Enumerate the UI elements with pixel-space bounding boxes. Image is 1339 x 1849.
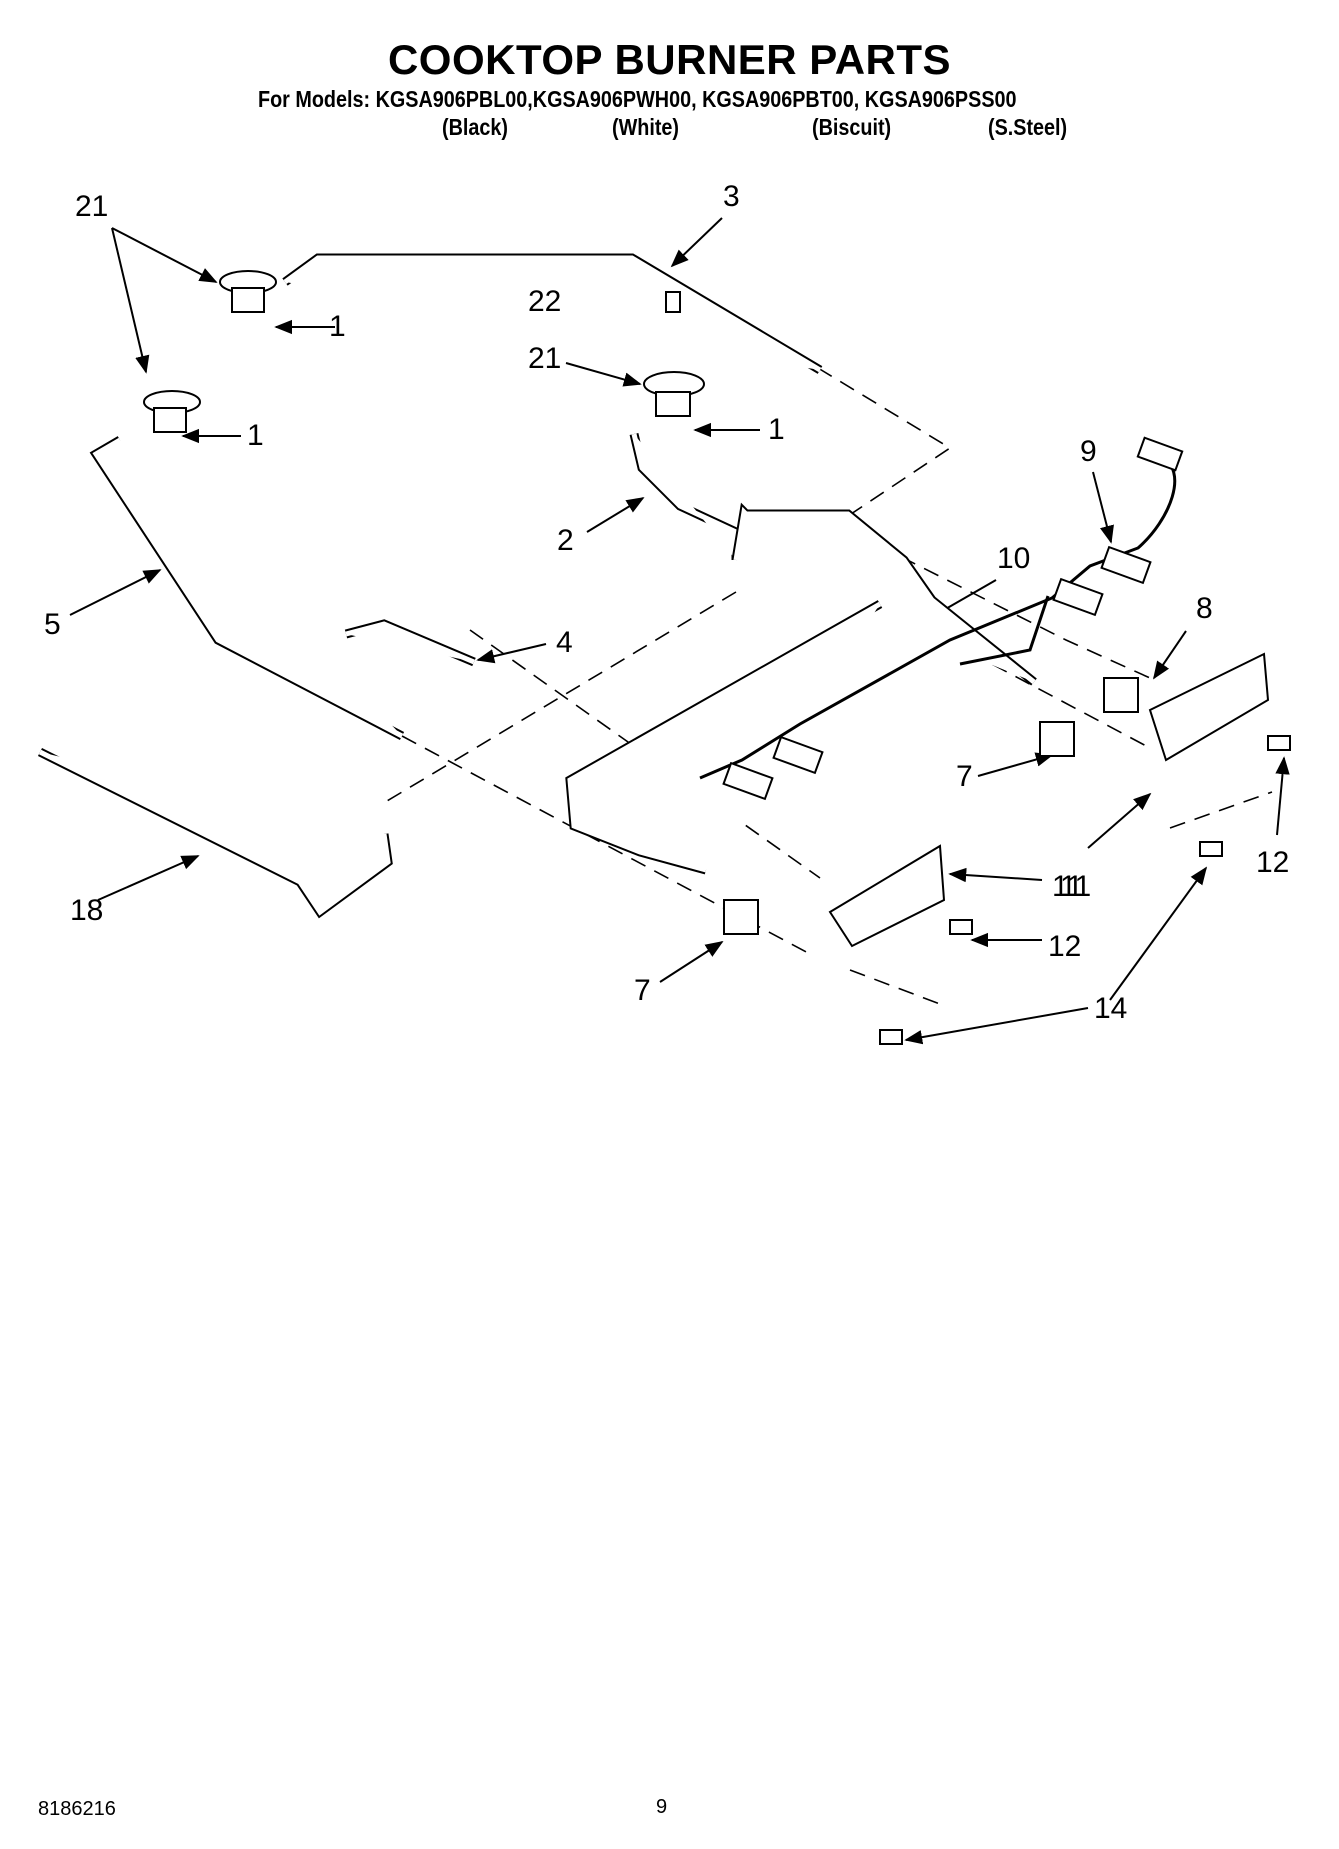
variant-steel: (S.Steel) [988, 114, 1068, 140]
callout-14: 14 [1094, 992, 1128, 1025]
doc-number: 8186216 [38, 1798, 116, 1820]
callout-8: 8 [1196, 592, 1213, 625]
parts [143, 270, 1291, 1045]
callout-4: 4 [556, 626, 573, 659]
models-line: For Models: KGSA906PBL00,KGSA906PWH00, K… [258, 86, 1017, 112]
callout-1-c: 1 [768, 413, 785, 446]
variant-white: (White) [612, 114, 680, 140]
callout-7-b: 7 [634, 974, 651, 1007]
callout-1-a: 1 [329, 310, 346, 343]
callout-22: 22 [528, 285, 562, 318]
variant-black: (Black) [442, 114, 508, 140]
callout-21-mid: 21 [528, 342, 562, 375]
callout-11-b: 11 [1052, 870, 1084, 903]
callout-5: 5 [44, 608, 61, 641]
callout-9: 9 [1080, 435, 1097, 468]
callout-11-a: 11 [1060, 870, 1092, 903]
variant-biscuit: (Biscuit) [812, 114, 892, 140]
page-title: COOKTOP BURNER PARTS [387, 36, 952, 83]
callout-10: 10 [997, 542, 1031, 575]
callout-1-b: 1 [247, 419, 264, 452]
callout-7-a: 7 [956, 760, 973, 793]
callout-21-top: 21 [75, 190, 109, 223]
callout-12-b: 12 [1048, 930, 1082, 963]
gas-tubes [37, 253, 1037, 919]
callout-18: 18 [70, 894, 104, 927]
callout-12-a: 12 [1256, 846, 1290, 879]
callout-3: 3 [723, 180, 740, 213]
callout-2: 2 [557, 524, 574, 557]
page-number: 9 [656, 1796, 668, 1818]
